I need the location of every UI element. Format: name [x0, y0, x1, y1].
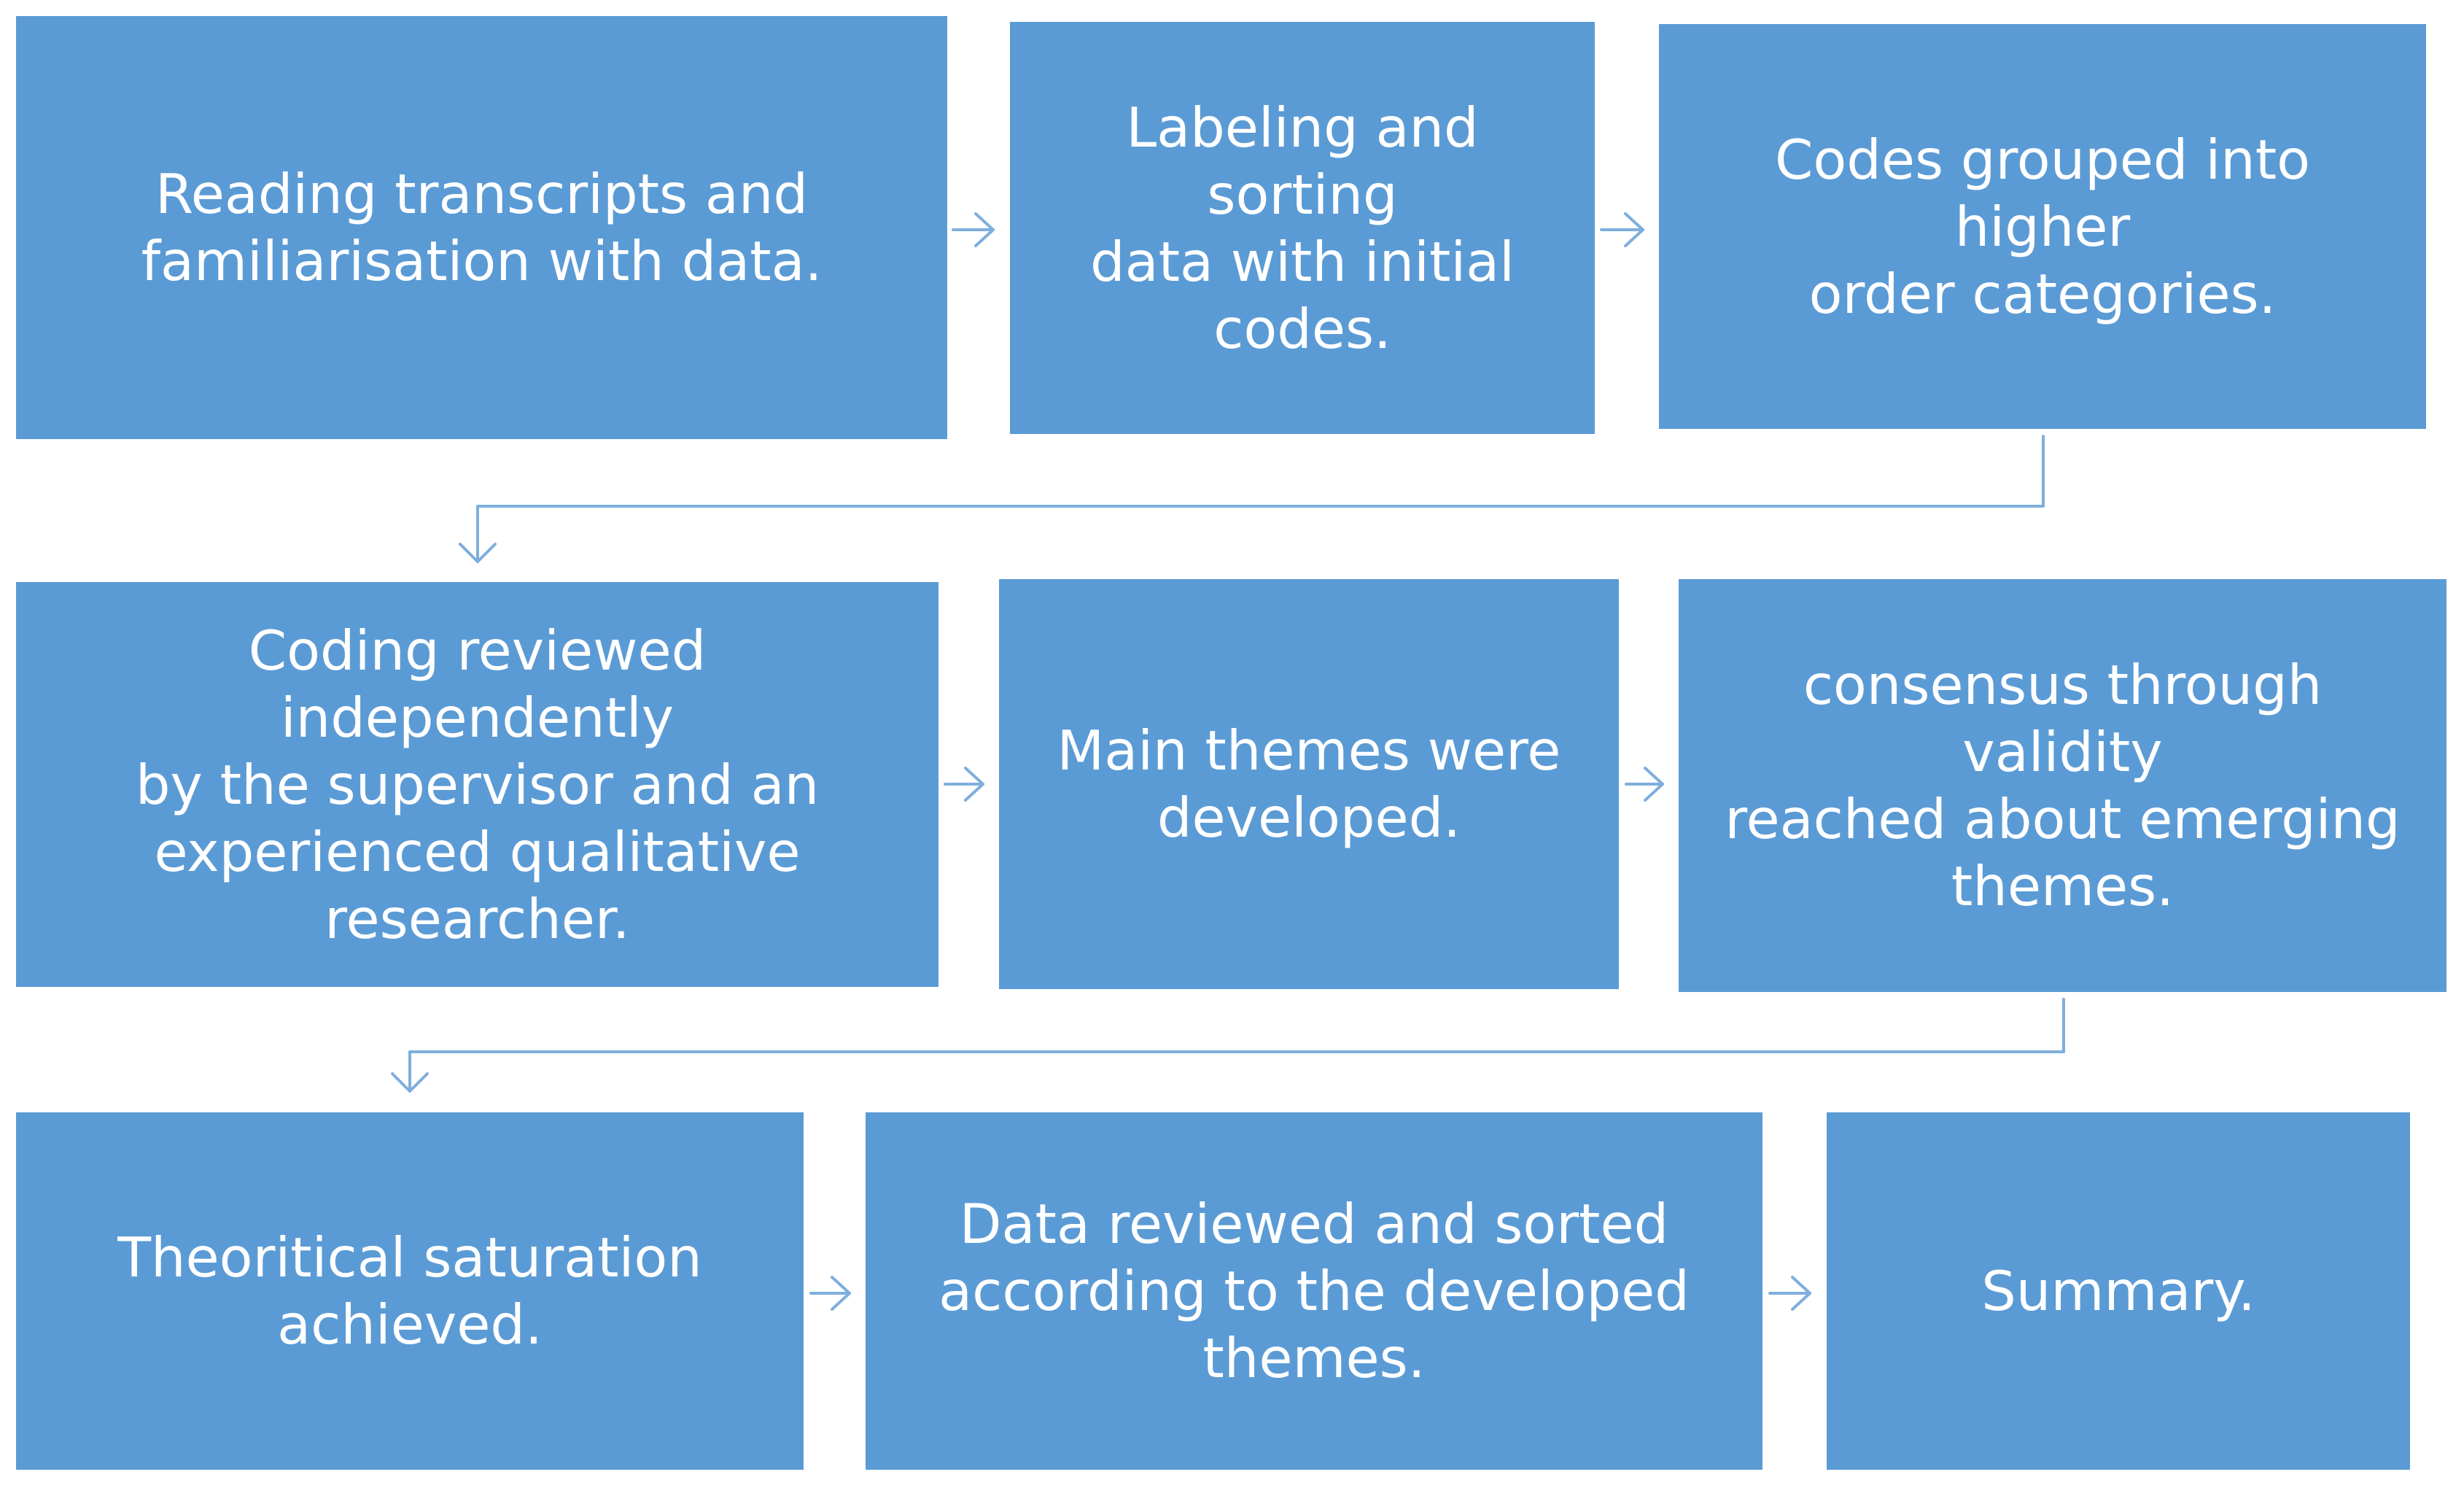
- arrow-coding-review-to-main-themes: [944, 767, 984, 802]
- step-main-themes: Main themes were developed.: [999, 579, 1619, 989]
- step-main-themes-text: Main themes were developed.: [1057, 718, 1561, 850]
- arrow-main-themes-to-consensus: [1625, 767, 1664, 802]
- step-summary-text: Summary.: [1981, 1259, 2255, 1323]
- step-labeling: Labeling and sorting data with initial c…: [1010, 22, 1595, 434]
- step-reading-text: Reading transcripts and familiarisation …: [141, 162, 823, 293]
- step-coding-review: Coding reviewed independently by the sup…: [16, 582, 938, 987]
- step-coding-review-text: Coding reviewed independently by the sup…: [135, 618, 820, 951]
- step-consensus: consensus through validity reached about…: [1679, 579, 2446, 992]
- elbow-grouping-to-coding-review: [459, 435, 2045, 563]
- step-consensus-text: consensus through validity reached about…: [1725, 653, 2401, 918]
- step-labeling-text: Labeling and sorting data with initial c…: [1090, 95, 1515, 361]
- arrow-labeling-to-grouping: [1600, 212, 1644, 247]
- step-grouping: Codes grouped into higher order categori…: [1659, 24, 2426, 429]
- step-data-reviewed-text: Data reviewed and sorted according to th…: [938, 1192, 1690, 1390]
- step-data-reviewed: Data reviewed and sorted according to th…: [866, 1112, 1763, 1470]
- step-reading: Reading transcripts and familiarisation …: [16, 16, 947, 439]
- step-summary: Summary.: [1827, 1112, 2410, 1470]
- arrow-reading-to-labeling: [952, 212, 995, 247]
- arrow-saturation-to-data-reviewed: [809, 1276, 851, 1311]
- step-saturation: Theoritical saturation achieved.: [16, 1112, 804, 1470]
- arrow-data-reviewed-to-summary: [1768, 1276, 1811, 1311]
- elbow-consensus-to-saturation: [391, 998, 2065, 1093]
- step-grouping-text: Codes grouped into higher order categori…: [1775, 127, 2310, 326]
- step-saturation-text: Theoritical saturation achieved.: [117, 1225, 702, 1357]
